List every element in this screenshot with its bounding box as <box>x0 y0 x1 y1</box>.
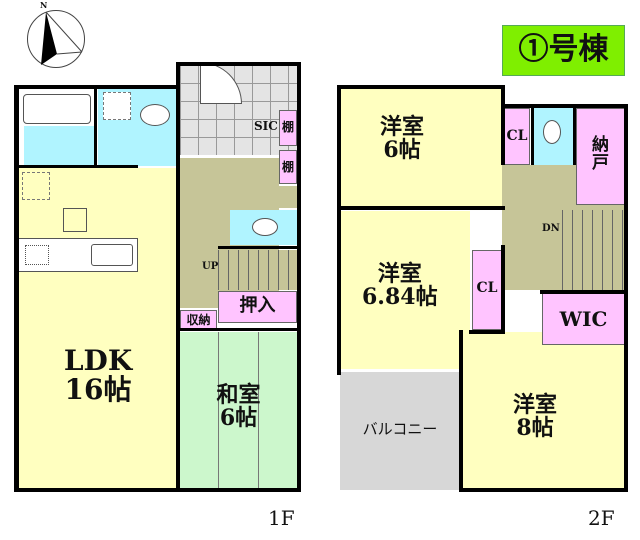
building-title: ①号棟 <box>502 25 625 76</box>
room-western-8: 洋室 8帖 <box>463 332 625 490</box>
entrance-door <box>200 62 242 104</box>
shelf-2: 棚 <box>279 150 297 184</box>
stove-icon <box>25 245 49 265</box>
floor-label-1f: 1F <box>268 506 295 530</box>
sink <box>140 104 170 126</box>
floor-label-2f: 2F <box>588 506 615 530</box>
compass: N <box>27 1 85 68</box>
stairs-1f <box>218 250 297 290</box>
room-western-6: 洋室 6帖 <box>340 88 502 208</box>
balcony: バルコニー <box>340 372 460 490</box>
closet-2: CL <box>472 250 502 330</box>
stairs-2f <box>562 210 625 290</box>
entrance <box>180 62 297 155</box>
washroom <box>98 88 178 166</box>
kitchen-counter <box>18 238 138 272</box>
toilet-2f <box>533 108 573 165</box>
closet-1: CL <box>504 108 530 165</box>
kitchen-sink <box>91 244 133 266</box>
shelf-1: 棚 <box>279 110 297 146</box>
toilet-1f <box>230 210 297 245</box>
bathtub <box>23 94 91 124</box>
room-western-684: 洋室 6.84帖 <box>340 211 470 369</box>
oshiire-closet: 押入 <box>218 291 297 323</box>
washitsu: 和室 6帖 <box>180 332 297 490</box>
ldk: LDK 16帖 <box>18 168 178 490</box>
shuno-storage: 収納 <box>180 310 217 330</box>
walk-in-closet: WIC <box>542 292 625 345</box>
bathroom <box>18 88 96 166</box>
compass-label: N <box>40 0 48 10</box>
nando-storage: 納 戸 <box>576 108 625 205</box>
north-arrow-icon <box>41 11 83 65</box>
